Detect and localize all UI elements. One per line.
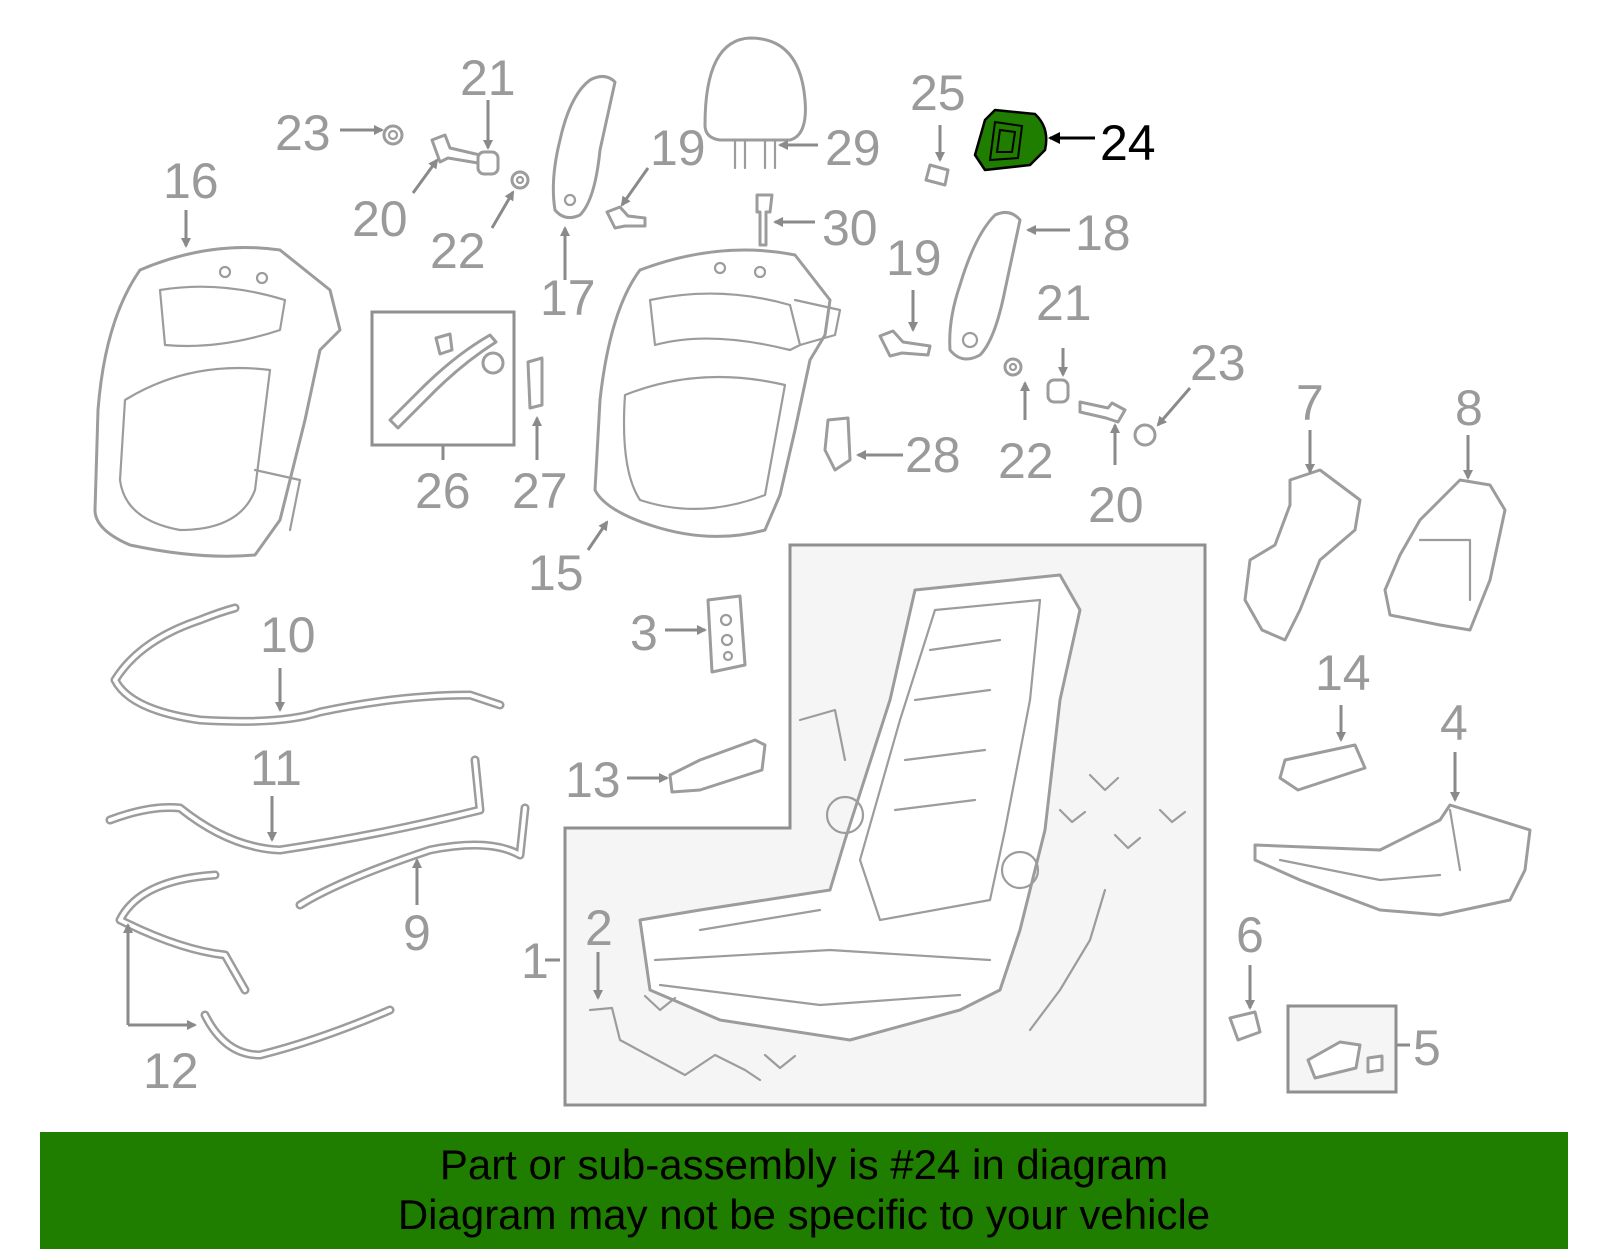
part-3-switch	[706, 594, 747, 674]
part-23-nut-right	[1133, 423, 1157, 447]
callout-12: 12	[143, 1043, 199, 1099]
part-28-bracket	[823, 416, 852, 472]
part-9-harness	[295, 803, 530, 910]
callout-6: 6	[1236, 907, 1264, 963]
callout-2: 2	[585, 900, 613, 956]
part-20-bolt-upper	[430, 133, 482, 165]
callout-9: 9	[403, 905, 431, 961]
part-10-harness	[110, 603, 505, 726]
part-30-guide	[755, 193, 774, 247]
part-18-side-cover	[948, 210, 1022, 361]
callout-22-upper: 22	[430, 223, 486, 279]
callout-8: 8	[1455, 380, 1483, 436]
callout-23-upper: 23	[275, 105, 331, 161]
part-7-side-shield	[1243, 468, 1362, 642]
callout-7: 7	[1296, 375, 1324, 431]
callout-21-upper: 21	[460, 50, 516, 106]
leader-lines	[123, 100, 1473, 1047]
callout-13: 13	[565, 752, 621, 808]
callout-10: 10	[260, 607, 316, 663]
part-27-clip	[526, 356, 544, 410]
part-11-harness	[105, 755, 485, 855]
callout-numbers: 16 23 21 20 22 17 19 29 30 25 24 18 19 2…	[143, 50, 1483, 1099]
callout-15: 15	[528, 545, 584, 601]
callout-18: 18	[1075, 205, 1131, 261]
part-29-headrest	[703, 36, 807, 170]
callout-25: 25	[910, 65, 966, 121]
callout-21-right: 21	[1036, 275, 1092, 331]
part-5-bracket	[1306, 1040, 1362, 1080]
part-19-bolt-right	[878, 329, 932, 358]
part-14-cover	[1278, 743, 1367, 792]
part-24-cover-highlighted	[973, 108, 1048, 172]
callout-26: 26	[415, 463, 471, 519]
callout-17: 17	[540, 270, 596, 326]
part-12-harness	[115, 870, 395, 1060]
part-26-rod	[388, 332, 505, 430]
part-25-clip	[924, 163, 950, 187]
part-1-seat-frame	[638, 573, 1082, 1042]
callout-16: 16	[163, 153, 219, 209]
part-2-rod	[588, 1006, 762, 1082]
callout-3: 3	[630, 605, 658, 661]
part-4-cover	[1253, 803, 1532, 917]
part-22-washer-upper	[510, 170, 530, 190]
callout-24: 24	[1100, 115, 1156, 171]
callout-22-right: 22	[998, 433, 1054, 489]
callout-30: 30	[822, 200, 878, 256]
banner-line-1: Part or sub-assembly is #24 in diagram	[439, 1141, 1169, 1188]
frame-clips	[643, 773, 1187, 1070]
banner-line-2: Diagram may not be specific to your vehi…	[397, 1191, 1211, 1238]
part-13-lever	[668, 738, 767, 794]
part-16-seatback-cover	[93, 246, 342, 558]
part-8-side-shield	[1383, 478, 1507, 632]
callout-27: 27	[512, 463, 568, 519]
part-22-washer-right	[1003, 357, 1023, 377]
part-21-collar-right	[1046, 378, 1070, 404]
part-19-bolt-upper	[605, 205, 647, 230]
part-20-bolt-right	[1078, 400, 1127, 424]
frame-side-rod	[1028, 888, 1107, 1032]
callout-4: 4	[1440, 695, 1468, 751]
callout-14: 14	[1315, 645, 1371, 701]
callout-28: 28	[905, 427, 961, 483]
callout-11: 11	[250, 740, 302, 796]
callout-19-upper: 19	[650, 120, 706, 176]
callout-5: 5	[1413, 1020, 1441, 1076]
part-15-seatback-cover	[593, 248, 842, 538]
info-banner: Part or sub-assembly is #24 in diagram D…	[40, 1132, 1568, 1249]
part-23-nut-upper	[382, 124, 404, 146]
callout-1: 1	[521, 933, 549, 989]
part-21-collar-upper	[476, 150, 500, 176]
callout-20-right: 20	[1088, 477, 1144, 533]
callout-23-right: 23	[1190, 335, 1246, 391]
part-6-clip	[1228, 1010, 1262, 1042]
callout-29: 29	[825, 120, 881, 176]
callout-19-right: 19	[886, 230, 942, 286]
callout-20-upper: 20	[352, 191, 408, 247]
part-17-side-cover	[551, 75, 617, 220]
